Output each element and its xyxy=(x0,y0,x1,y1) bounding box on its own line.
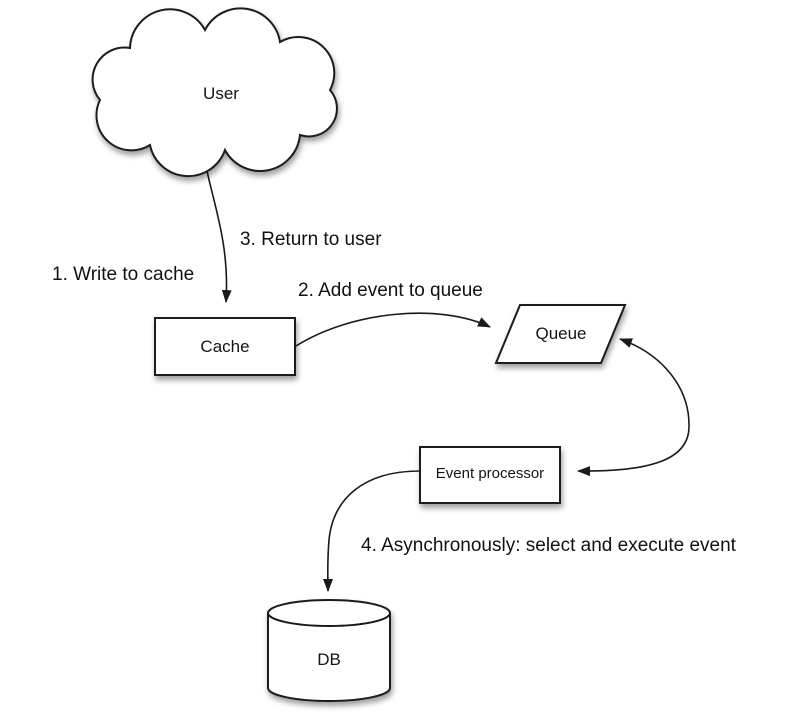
edge-event-processor-to-db xyxy=(322,470,421,592)
node-db: DB xyxy=(267,599,391,702)
edge-cache-to-queue xyxy=(295,312,491,347)
annotation-add-event-to-queue: 2. Add event to queue xyxy=(298,280,483,301)
cloud-shape xyxy=(91,7,338,178)
cache-rectangle xyxy=(154,317,296,376)
user-node-label: User xyxy=(203,84,239,103)
db-node-label: DB xyxy=(317,650,341,669)
edge-queue-event-processor-bidirectional xyxy=(577,338,690,477)
queue-node-label: Queue xyxy=(535,324,586,343)
queue-parallelogram xyxy=(494,304,627,364)
node-cache: Cache xyxy=(154,317,296,376)
edge-user-to-cache xyxy=(203,155,232,303)
annotation-write-to-cache: 1. Write to cache xyxy=(52,264,194,285)
annotation-async-execute: 4. Asynchronously: select and execute ev… xyxy=(361,535,737,556)
event-processor-rectangle xyxy=(419,446,561,504)
node-user: User xyxy=(91,7,338,178)
annotation-return-to-user: 3. Return to user xyxy=(240,229,382,250)
edges-layer xyxy=(203,155,690,592)
nodes-layer: User Cache Queue Event processor DB xyxy=(91,7,627,702)
node-event-processor: Event processor xyxy=(419,446,561,504)
node-queue: Queue xyxy=(494,304,627,364)
cache-node-label: Cache xyxy=(200,337,249,356)
event-processor-node-label: Event processor xyxy=(436,465,544,482)
annotations-layer: 1. Write to cache 2. Add event to queue … xyxy=(52,229,737,556)
db-cylinder-top-rim xyxy=(267,612,391,627)
